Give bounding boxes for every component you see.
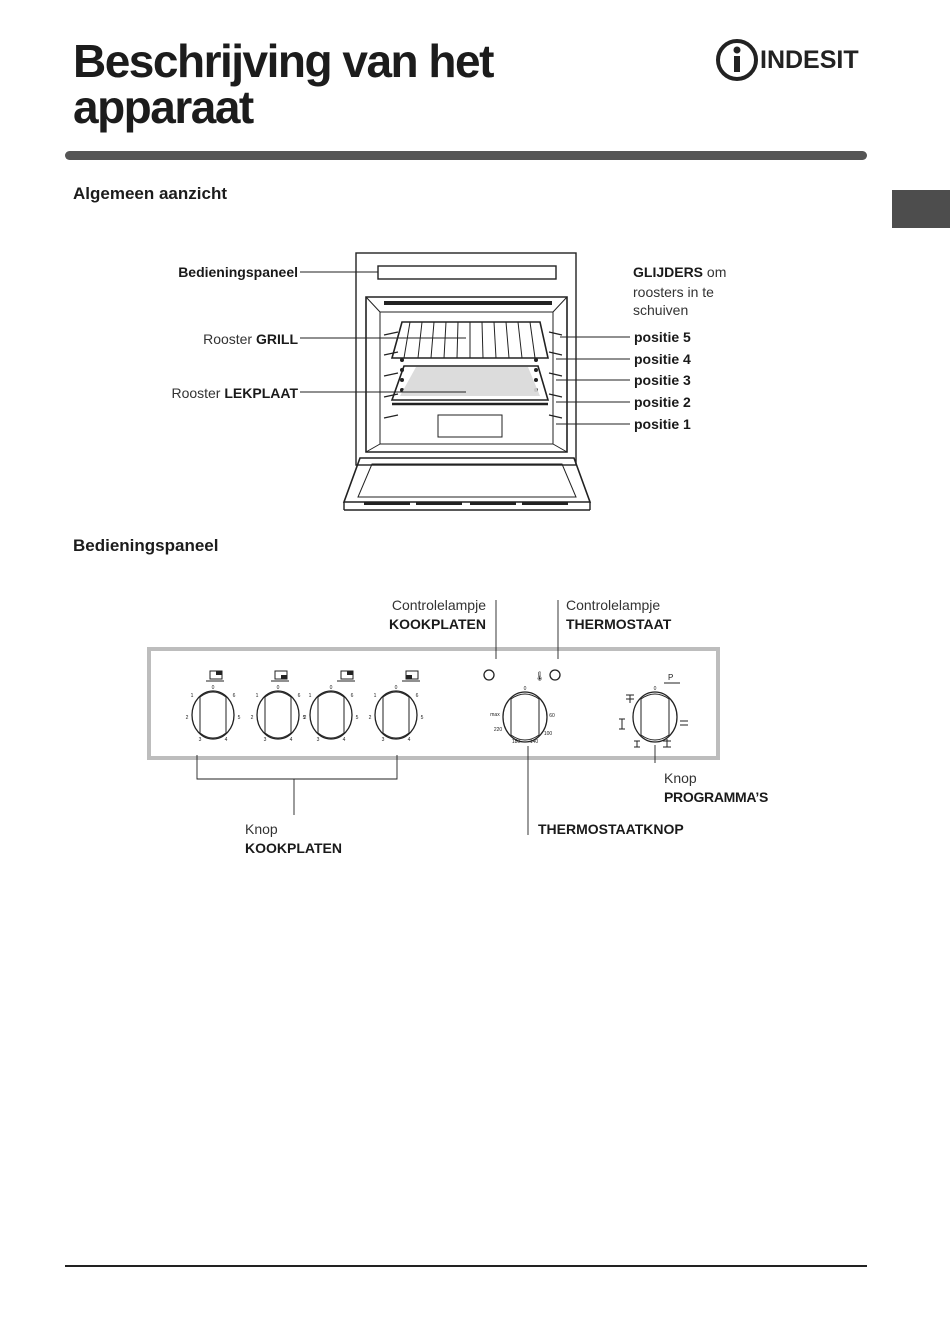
label-hob-knobs-2: KOOKPLATEN <box>245 840 342 856</box>
svg-text:2: 2 <box>304 715 307 721</box>
svg-text:2: 2 <box>186 715 189 721</box>
svg-text:3: 3 <box>264 737 267 743</box>
brand-name: INDESIT <box>760 46 859 74</box>
svg-text:0: 0 <box>212 685 215 691</box>
logo-circle-icon <box>716 39 758 81</box>
control-panel-diagram: 0 1 2 3 4 5 6 0 1 2 3 4 5 6 0 1 2 3 4 5 6 0 1 2 3 4 5 6 0 60 100… <box>147 600 720 835</box>
section-heading-control-panel: Bedieningspaneel <box>73 536 219 555</box>
svg-text:6: 6 <box>233 693 236 699</box>
svg-text:6: 6 <box>416 693 419 699</box>
lamp-thermostat-icon <box>549 669 561 681</box>
hob-knob-4 <box>374 690 418 740</box>
svg-text:6: 6 <box>351 693 354 699</box>
label-lamp-thermostat-2: THERMOSTAAT <box>566 616 672 632</box>
label-position-1: positie 1 <box>634 416 691 432</box>
label-position-5: positie 5 <box>634 329 691 345</box>
program-symbol-icon: P <box>668 673 673 682</box>
bracket-hob-knobs <box>196 755 398 780</box>
svg-text:0: 0 <box>524 686 527 692</box>
oven-body <box>355 252 577 466</box>
drip-tray <box>390 365 550 401</box>
label-control-panel: Bedieningspaneel <box>178 264 298 280</box>
footer-rule <box>65 1265 867 1267</box>
thermostat-knob <box>502 691 548 743</box>
svg-text:6: 6 <box>298 693 301 699</box>
label-slides-line2: roosters in te <box>633 284 714 300</box>
thermometer-icon: 🌡 <box>534 671 545 681</box>
hob-knob-1 <box>191 690 235 740</box>
label-position-3: positie 3 <box>634 372 691 388</box>
svg-text:4: 4 <box>343 737 346 743</box>
label-position-4: positie 4 <box>634 351 691 367</box>
svg-text:2: 2 <box>369 715 372 721</box>
svg-text:100: 100 <box>544 731 553 737</box>
label-lamp-hob-1: Controlelampje <box>391 597 486 613</box>
label-grill-rack: Rooster GRILL <box>203 331 298 347</box>
svg-text:0: 0 <box>330 685 333 691</box>
indesit-logo <box>716 39 758 81</box>
svg-text:4: 4 <box>290 737 293 743</box>
label-thermostat-knob: THERMOSTAATKNOP <box>538 821 684 837</box>
svg-text:5: 5 <box>421 715 424 721</box>
svg-text:1: 1 <box>191 693 194 699</box>
svg-text:3: 3 <box>199 737 202 743</box>
label-slides-line3: schuiven <box>633 302 689 318</box>
section-heading-overview: Algemeen aanzicht <box>73 184 227 203</box>
svg-text:180: 180 <box>512 739 521 745</box>
svg-text:5: 5 <box>356 715 359 721</box>
svg-text:4: 4 <box>225 737 228 743</box>
svg-text:5: 5 <box>303 715 306 721</box>
svg-text:0: 0 <box>395 685 398 691</box>
svg-text:2: 2 <box>251 715 254 721</box>
program-knob <box>632 691 678 743</box>
label-position-2: positie 2 <box>634 394 691 410</box>
svg-text:1: 1 <box>374 693 377 699</box>
label-program-knob-1: Knop <box>664 770 697 786</box>
hob-knob-2 <box>256 690 300 740</box>
oven-control-panel <box>377 265 557 280</box>
svg-text:4: 4 <box>408 737 411 743</box>
svg-text:1: 1 <box>309 693 312 699</box>
control-panel-frame <box>147 647 720 760</box>
hob-knob-3 <box>309 690 353 740</box>
svg-text:0: 0 <box>277 685 280 691</box>
label-program-knob-2: PROGRAMMA’S <box>664 789 769 805</box>
label-drip-tray: Rooster LEKPLAAT <box>171 385 298 401</box>
label-lamp-hob-2: KOOKPLATEN <box>389 616 486 632</box>
svg-text:1: 1 <box>256 693 259 699</box>
svg-text:140: 140 <box>530 739 539 745</box>
svg-text:5: 5 <box>238 715 241 721</box>
svg-text:3: 3 <box>382 737 385 743</box>
label-hob-knobs-1: Knop <box>245 821 278 837</box>
svg-text:3: 3 <box>317 737 320 743</box>
label-lamp-thermostat-1: Controlelampje <box>566 597 661 613</box>
page-title: Beschrijving van het apparaat <box>73 35 494 133</box>
chapter-tab <box>892 190 950 228</box>
oven-diagram <box>300 252 630 511</box>
svg-text:220: 220 <box>494 727 503 733</box>
svg-text:max: max <box>490 712 500 718</box>
svg-text:0: 0 <box>654 686 657 692</box>
header-rule <box>65 151 867 160</box>
svg-text:60: 60 <box>549 713 555 719</box>
lamp-hob-icon <box>483 669 495 681</box>
label-slides: GLIJDERS om <box>633 264 727 280</box>
